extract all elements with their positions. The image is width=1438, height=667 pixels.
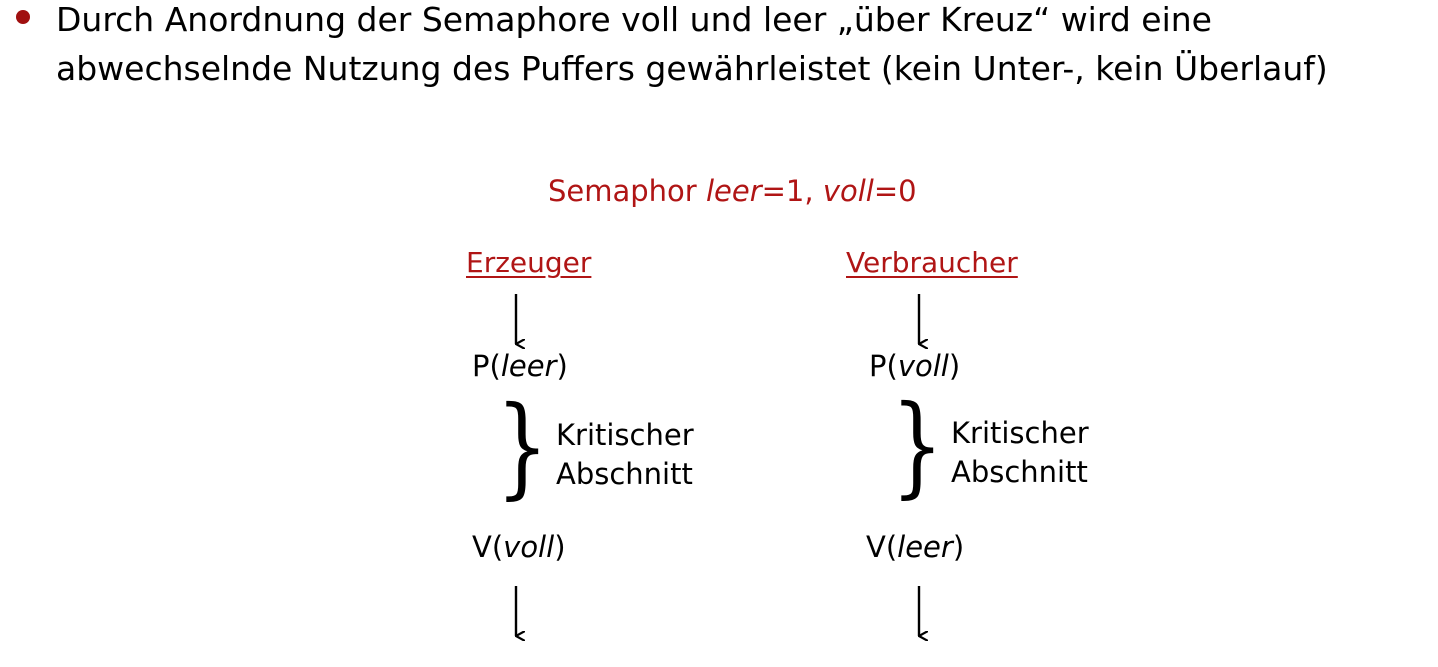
consumer-v-operation: V(leer) xyxy=(866,530,964,564)
consumer-v-close: ) xyxy=(952,530,965,564)
semaphore-var-voll: voll xyxy=(822,174,874,208)
consumer-heading: Verbraucher xyxy=(846,246,1018,279)
producer-critical-section: Kritischer Abschnitt xyxy=(556,416,694,494)
producer-v-op: V( xyxy=(472,530,504,564)
producer-curly-brace-icon: } xyxy=(496,382,549,510)
producer-p-op: P( xyxy=(472,349,501,383)
consumer-critical-line2: Abschnitt xyxy=(951,455,1088,489)
producer-p-var: leer xyxy=(500,349,557,383)
consumer-p-operation: P(voll) xyxy=(869,349,960,383)
producer-v-operation: V(voll) xyxy=(472,530,566,564)
consumer-p-var: voll xyxy=(897,349,949,383)
producer-p-close: ) xyxy=(556,349,568,383)
semaphore-init: Semaphor leer=1, voll=0 xyxy=(548,174,917,208)
producer-p-operation: P(leer) xyxy=(472,349,568,383)
producer-v-var: voll xyxy=(503,530,555,564)
consumer-critical-line1: Kritischer xyxy=(951,416,1089,450)
bullet-dot-icon xyxy=(16,10,30,24)
producer-critical-line2: Abschnitt xyxy=(556,457,693,491)
consumer-curly-brace-icon: } xyxy=(891,381,944,509)
producer-critical-line1: Kritischer xyxy=(556,418,694,452)
semaphore-prefix: Semaphor xyxy=(548,174,706,208)
consumer-critical-section: Kritischer Abschnitt xyxy=(951,414,1089,492)
producer-heading: Erzeuger xyxy=(466,246,592,279)
bullet-line-1: Durch Anordnung der Semaphore voll und l… xyxy=(56,0,1212,39)
producer-v-close: ) xyxy=(554,530,566,564)
consumer-v-var: leer xyxy=(897,530,953,564)
semaphore-eq1: =1, xyxy=(761,174,823,208)
consumer-p-op: P( xyxy=(869,349,898,383)
consumer-v-op: V( xyxy=(866,530,898,564)
semaphore-eq2: =0 xyxy=(873,174,917,208)
bullet-line-2: abwechselnde Nutzung des Puffers gewährl… xyxy=(56,49,1328,88)
semaphore-var-leer: leer xyxy=(705,174,762,208)
consumer-p-close: ) xyxy=(948,349,961,383)
